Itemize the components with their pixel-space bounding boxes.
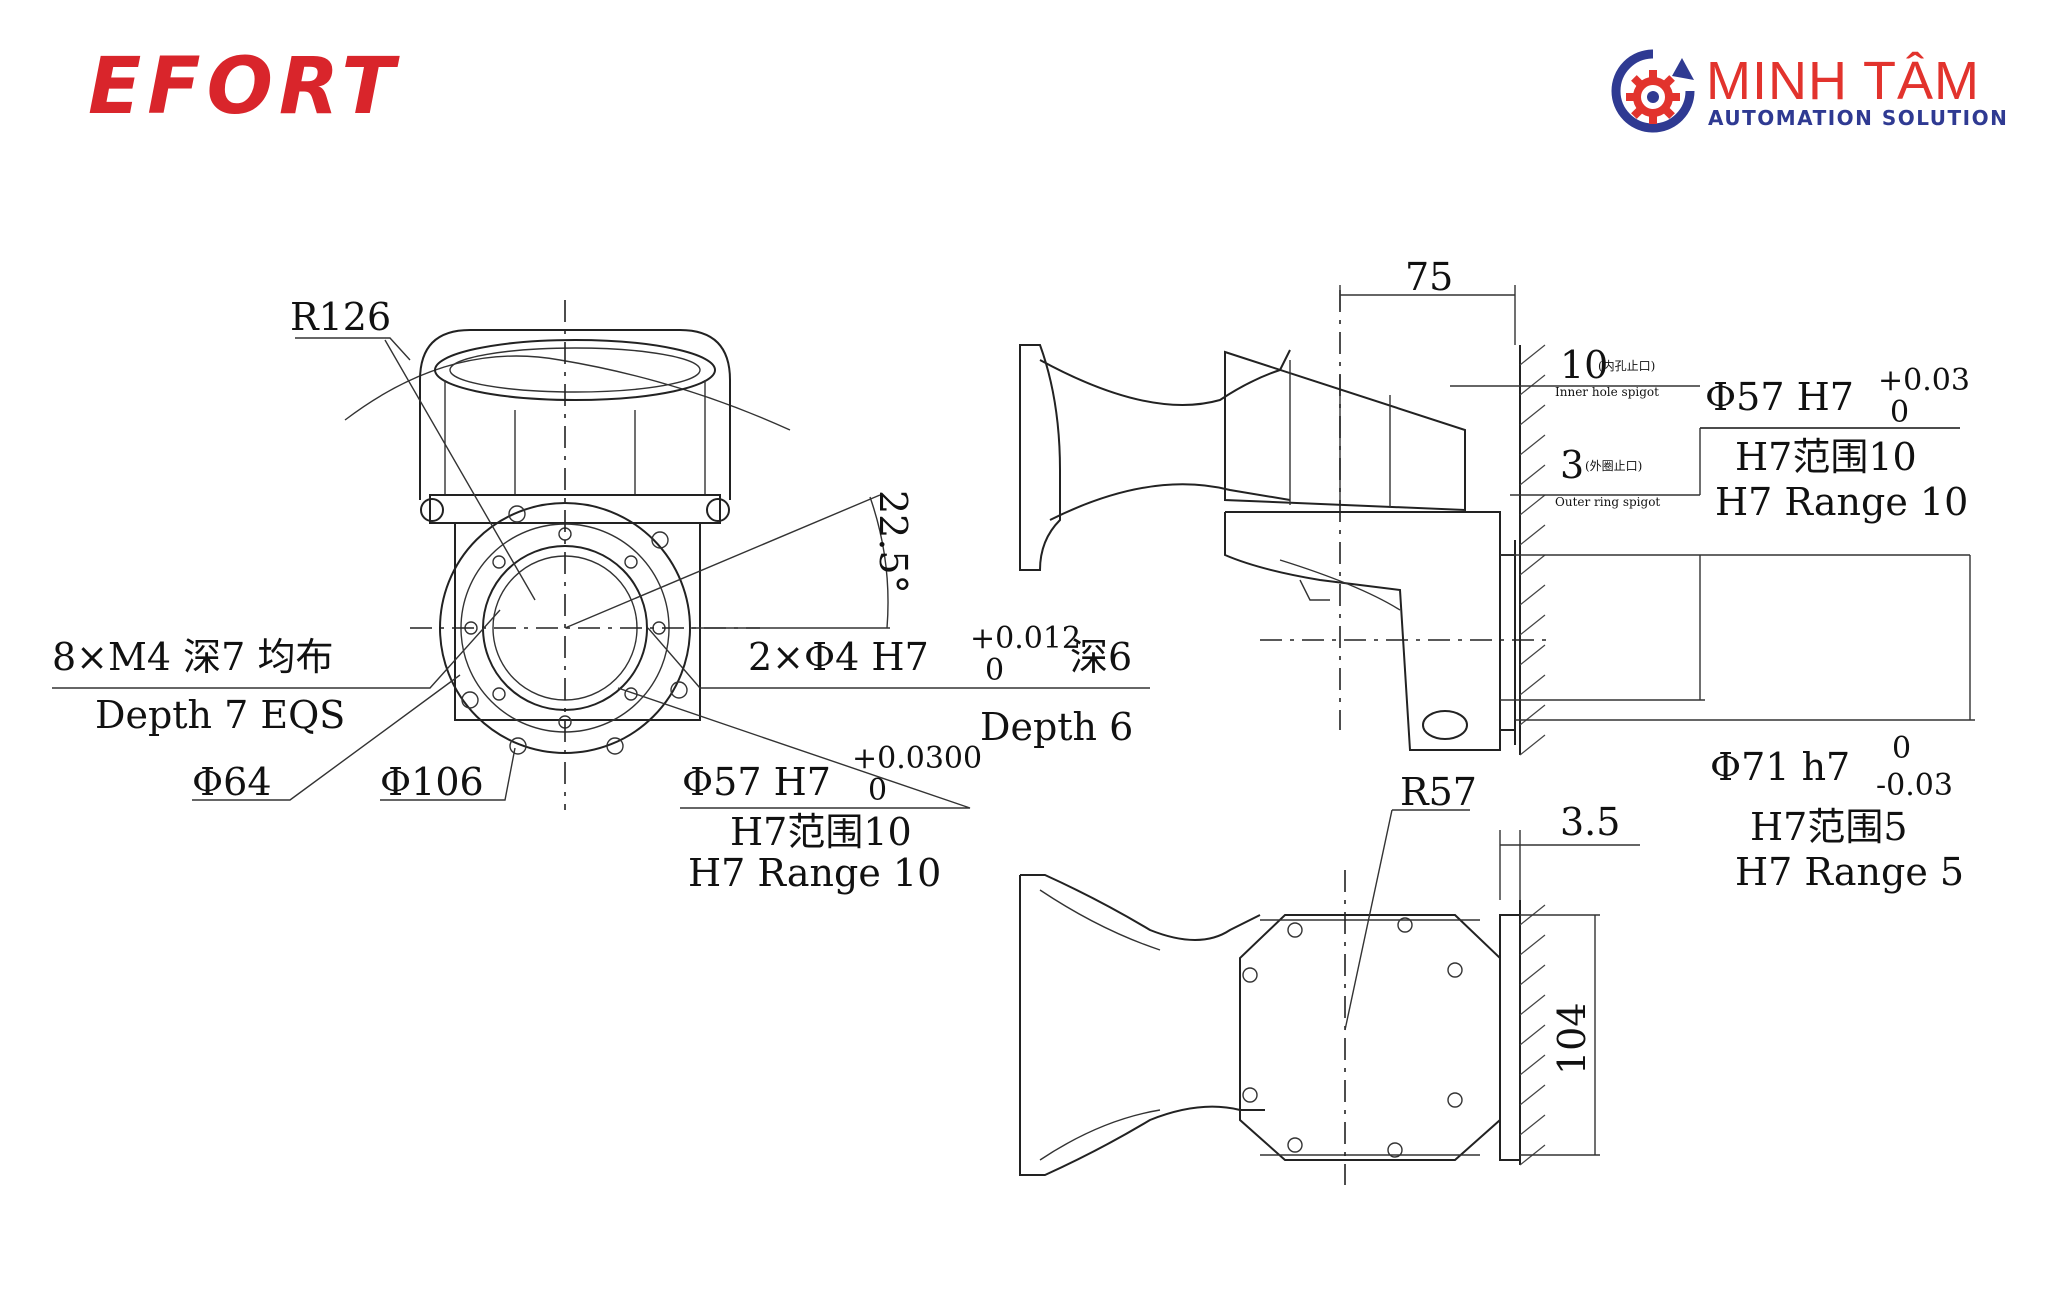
dim75-label: 75 bbox=[1405, 255, 1453, 299]
pins-depth-cn: 深6 bbox=[1070, 635, 1132, 679]
efort-logo: EFORT bbox=[88, 42, 401, 132]
phi106-bolts bbox=[461, 505, 688, 755]
dim104-label: 104 bbox=[1550, 1002, 1594, 1075]
phi57-front-range-en: H7 Range 10 bbox=[688, 851, 941, 895]
r126-label: R126 bbox=[290, 295, 391, 339]
phi57-front-label: Φ57 H7 bbox=[682, 760, 831, 804]
pins-tol-upper: +0.012 bbox=[970, 621, 1081, 656]
phi71-range-en: H7 Range 5 bbox=[1735, 850, 1964, 894]
outer-spigot-cn: (外圈止口) bbox=[1585, 459, 1642, 473]
inner-spigot-cn: (内孔止口) bbox=[1598, 359, 1655, 373]
phi71-tol-upper: 0 bbox=[1892, 731, 1911, 766]
holes-cn-label: 8×M4 深7 均布 bbox=[52, 635, 333, 679]
phi64-label: Φ64 bbox=[192, 760, 272, 804]
r126-arc bbox=[344, 355, 791, 431]
phi57-side-range-cn: H7范围10 bbox=[1735, 435, 1917, 479]
phi106-label: Φ106 bbox=[380, 760, 484, 804]
minh-tam-logo: MINH TÂM AUTOMATION SOLUTION bbox=[1610, 48, 2010, 133]
phi57-side-tol-lower: 0 bbox=[1890, 395, 1909, 430]
front-view bbox=[52, 300, 1150, 810]
r57-label: R57 bbox=[1400, 770, 1477, 814]
brand-name: MINH TÂM bbox=[1706, 51, 1980, 111]
phi57-front-tol-upper: +0.0300 bbox=[852, 741, 982, 776]
phi71-tol-lower: -0.03 bbox=[1876, 768, 1953, 803]
brand-subtitle: AUTOMATION SOLUTION bbox=[1708, 106, 2009, 130]
side-view bbox=[1019, 285, 1975, 756]
phi57-front-range-cn: H7范围10 bbox=[730, 810, 912, 854]
holes-en-label: Depth 7 EQS bbox=[95, 693, 345, 737]
wall-hatch bbox=[1519, 344, 1546, 756]
angle-label: 22.5° bbox=[871, 490, 915, 594]
phi57-side-tol-upper: +0.03 bbox=[1878, 363, 1970, 398]
phi57-side-label: Φ57 H7 bbox=[1705, 375, 1854, 419]
dim35-label: 3.5 bbox=[1560, 800, 1620, 844]
gear-icon bbox=[1611, 49, 1695, 133]
inner-spigot-value: 10 bbox=[1560, 343, 1608, 387]
top-wall-hatch bbox=[1519, 904, 1546, 1166]
pins-en-label: Depth 6 bbox=[980, 705, 1133, 749]
pins-tol-lower: 0 bbox=[985, 653, 1004, 688]
top-bolts bbox=[1242, 917, 1463, 1158]
pins-cn-label: 2×Φ4 H7 bbox=[748, 635, 929, 679]
phi57-side-range-en: H7 Range 10 bbox=[1715, 480, 1968, 524]
outer-spigot-en: Outer ring spigot bbox=[1555, 495, 1660, 509]
phi71-label: Φ71 h7 bbox=[1710, 745, 1850, 789]
phi71-range-cn: H7范围5 bbox=[1750, 805, 1908, 849]
phi57-front-tol-lower: 0 bbox=[868, 773, 887, 808]
outer-spigot-value: 3 bbox=[1560, 443, 1584, 487]
top-view bbox=[1019, 809, 1640, 1185]
inner-spigot-en: Inner hole spigot bbox=[1555, 385, 1659, 399]
